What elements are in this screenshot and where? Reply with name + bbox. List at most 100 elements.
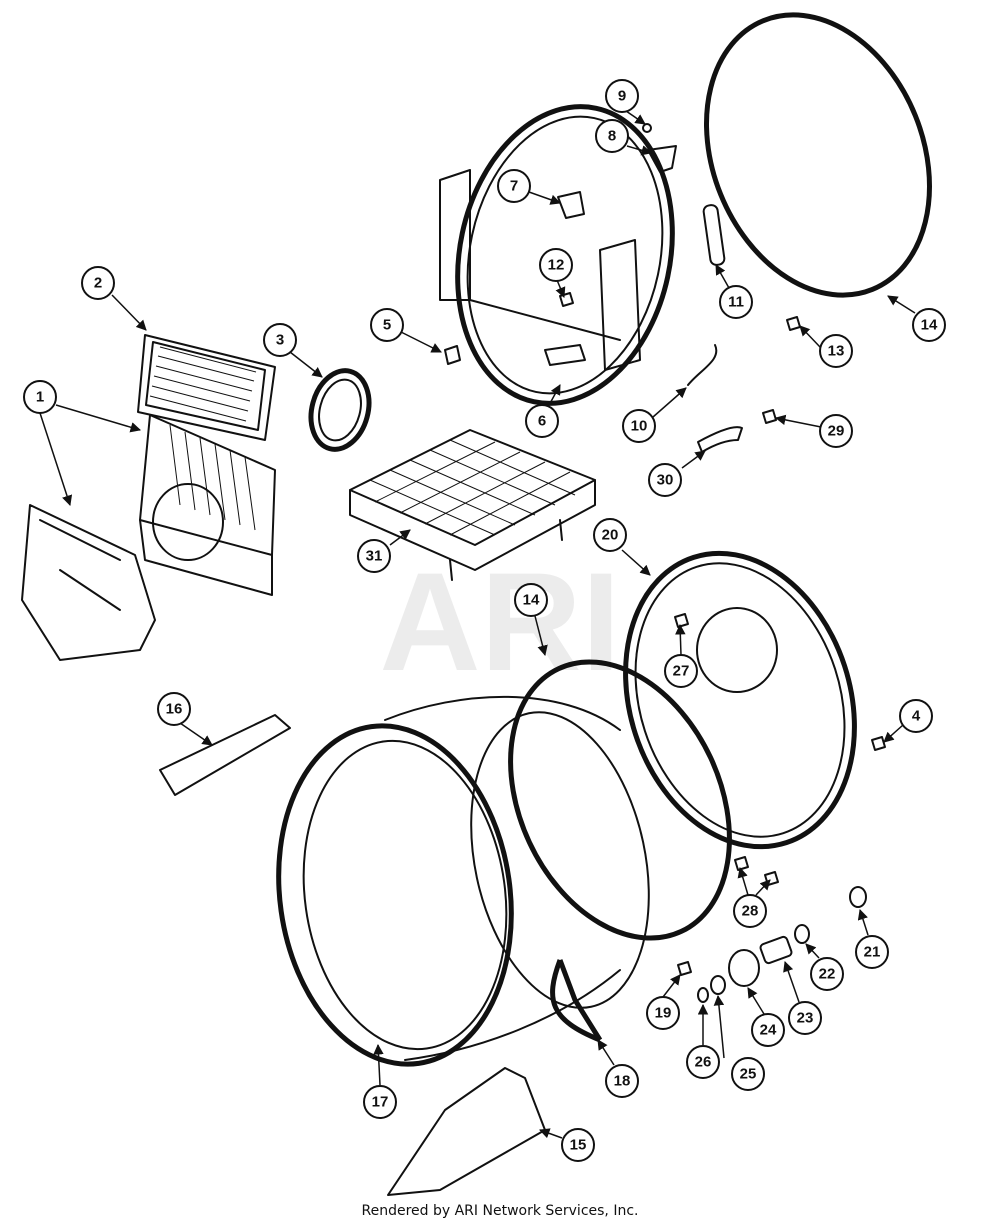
callout-15-label: 15 bbox=[570, 1137, 587, 1154]
callout-9: 9 bbox=[605, 79, 639, 113]
callout-10-label: 10 bbox=[631, 418, 648, 435]
part-5-clip bbox=[444, 345, 461, 365]
callout-13-label: 13 bbox=[828, 343, 845, 360]
callout-26: 26 bbox=[686, 1045, 720, 1079]
part-16-slide bbox=[159, 714, 291, 796]
part-21-washer bbox=[849, 886, 867, 908]
part-14-felt-seal bbox=[704, 12, 932, 298]
callout-11: 11 bbox=[719, 285, 753, 319]
callout-2: 2 bbox=[81, 266, 115, 300]
callout-25: 25 bbox=[731, 1057, 765, 1091]
part-23-shaft bbox=[759, 935, 793, 965]
callout-14-second-label: 14 bbox=[523, 592, 540, 609]
callout-11-label: 11 bbox=[728, 294, 744, 311]
callout-27: 27 bbox=[664, 654, 698, 688]
callout-3-label: 3 bbox=[276, 332, 284, 349]
callout-30: 30 bbox=[648, 463, 682, 497]
part-27-screw bbox=[674, 613, 689, 628]
callout-26-label: 26 bbox=[695, 1054, 712, 1071]
callout-1-label: 1 bbox=[36, 389, 44, 406]
callout-7: 7 bbox=[497, 169, 531, 203]
callout-27-label: 27 bbox=[673, 663, 690, 680]
callout-24: 24 bbox=[751, 1013, 785, 1047]
callout-17-label: 17 bbox=[372, 1094, 389, 1111]
part-18-belt bbox=[550, 959, 603, 1043]
callout-29-label: 29 bbox=[828, 423, 845, 440]
callout-15: 15 bbox=[561, 1128, 595, 1162]
callout-2-label: 2 bbox=[94, 275, 102, 292]
callout-20: 20 bbox=[593, 518, 627, 552]
callout-18-label: 18 bbox=[614, 1073, 631, 1090]
callout-10: 10 bbox=[622, 409, 656, 443]
callout-6-label: 6 bbox=[538, 413, 546, 430]
part-31-drying-rack bbox=[349, 429, 596, 581]
callout-20-label: 20 bbox=[602, 527, 619, 544]
callout-21-label: 21 bbox=[864, 944, 881, 961]
part-19-screw bbox=[677, 961, 692, 976]
part-1-duct-assembly bbox=[21, 414, 276, 661]
callout-4: 4 bbox=[899, 699, 933, 733]
part-14-drum-seal bbox=[508, 659, 732, 941]
callout-22: 22 bbox=[810, 957, 844, 991]
watermark-text: ARI bbox=[379, 543, 620, 700]
part-12-screw bbox=[559, 292, 574, 307]
part-7-bracket bbox=[557, 191, 585, 219]
part-2-lint-filter bbox=[137, 334, 276, 441]
callout-4-label: 4 bbox=[912, 708, 921, 725]
callout-14-second: 14 bbox=[514, 583, 548, 617]
part-10-wire bbox=[687, 344, 718, 386]
callout-5: 5 bbox=[370, 308, 404, 342]
callout-22-label: 22 bbox=[819, 966, 836, 983]
part-11-pad bbox=[702, 204, 726, 266]
callout-23: 23 bbox=[788, 1001, 822, 1035]
part-13-screw bbox=[786, 316, 801, 331]
callout-1: 1 bbox=[23, 380, 57, 414]
callout-13: 13 bbox=[819, 334, 853, 368]
part-22-washer bbox=[794, 924, 810, 944]
callout-16: 16 bbox=[157, 692, 191, 726]
callouts: 1 2 3 4 5 6 7 8 9 10 11 12 13 14 15 16 1… bbox=[23, 79, 946, 1162]
callout-12-label: 12 bbox=[548, 257, 565, 274]
callout-25-label: 25 bbox=[740, 1066, 757, 1083]
part-4-screw bbox=[871, 736, 886, 751]
part-9-nut bbox=[642, 123, 652, 133]
callout-12: 12 bbox=[539, 248, 573, 282]
callout-31-label: 31 bbox=[366, 548, 383, 565]
footer-credit: Rendered by ARI Network Services, Inc. bbox=[361, 1203, 639, 1219]
callout-14-label: 14 bbox=[921, 317, 938, 334]
callout-21: 21 bbox=[855, 935, 889, 969]
part-25-washer bbox=[710, 975, 726, 995]
callout-24-label: 24 bbox=[760, 1022, 777, 1039]
part-6-rear-bulkhead bbox=[439, 104, 675, 406]
callout-8: 8 bbox=[595, 119, 629, 153]
part-15-cover bbox=[387, 1067, 546, 1196]
callout-29: 29 bbox=[819, 414, 853, 448]
callout-28-label: 28 bbox=[742, 903, 759, 920]
callout-30-label: 30 bbox=[657, 472, 674, 489]
callout-17: 17 bbox=[363, 1085, 397, 1119]
part-8-clip bbox=[647, 145, 677, 173]
callout-5-label: 5 bbox=[383, 317, 391, 334]
callout-31: 31 bbox=[357, 539, 391, 573]
part-29-screw bbox=[762, 409, 777, 424]
part-30-slide bbox=[697, 426, 743, 453]
callout-6: 6 bbox=[525, 404, 559, 438]
part-24-roller bbox=[728, 949, 760, 987]
callout-7-label: 7 bbox=[510, 178, 518, 195]
callout-19: 19 bbox=[646, 996, 680, 1030]
part-26-washer bbox=[697, 987, 709, 1003]
callout-23-label: 23 bbox=[797, 1010, 814, 1027]
callout-28: 28 bbox=[733, 894, 767, 928]
callout-9-label: 9 bbox=[618, 88, 626, 105]
callout-3: 3 bbox=[263, 323, 297, 357]
callout-14: 14 bbox=[912, 308, 946, 342]
leader-lines bbox=[39, 110, 916, 1139]
part-20-front-bulkhead bbox=[623, 550, 857, 850]
part-17-drum bbox=[276, 695, 650, 1067]
callout-16-label: 16 bbox=[166, 701, 183, 718]
callout-8-label: 8 bbox=[608, 128, 616, 145]
part-3-ring bbox=[308, 368, 372, 452]
callout-18: 18 bbox=[605, 1064, 639, 1098]
callout-19-label: 19 bbox=[655, 1005, 672, 1022]
